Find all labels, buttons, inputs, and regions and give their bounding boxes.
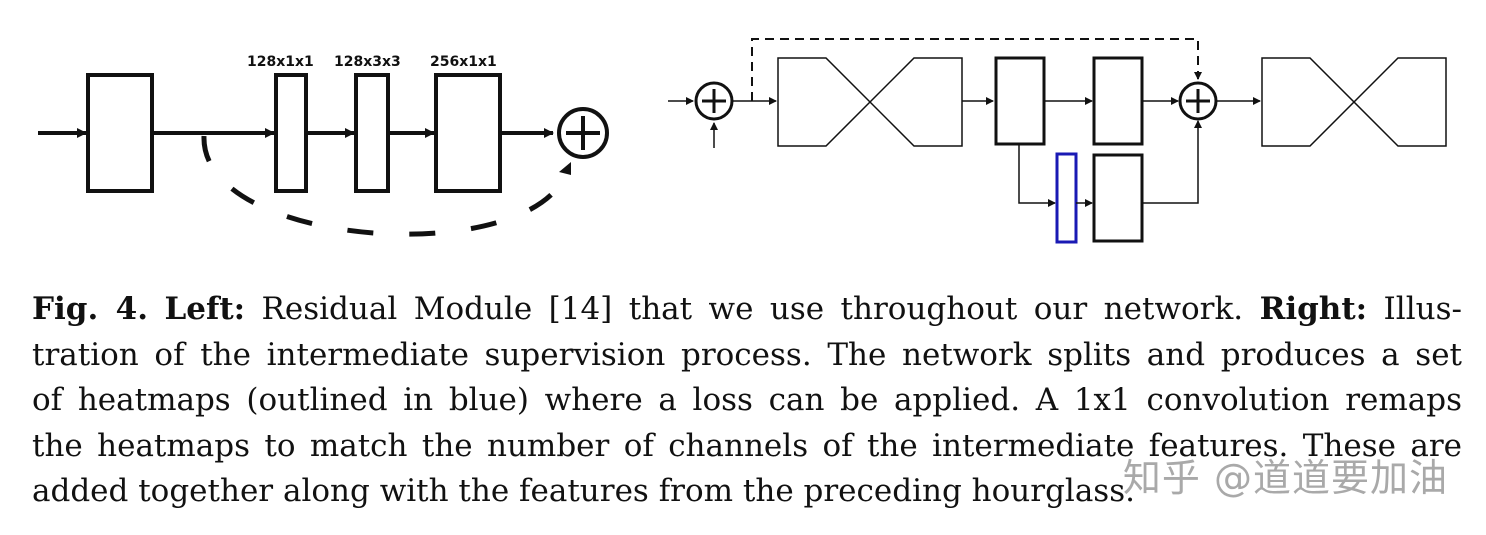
dashed-skip-top	[751, 38, 1202, 101]
skip-connection-dashed	[201, 135, 571, 237]
fig-label: Fig. 4.	[32, 291, 149, 327]
line1-tail: Illus-	[1383, 291, 1462, 327]
figure: 128x1x1 128x3x3 256x1x1	[38, 38, 1447, 244]
remap-to-sum-line	[1142, 120, 1202, 204]
right-label: Right:	[1259, 291, 1368, 327]
caption-line-4: the heatmaps to match the number of chan…	[32, 427, 1462, 464]
sum-icon	[557, 107, 609, 159]
remap-conv-block	[1092, 153, 1144, 243]
label-256x1x1: 256x1x1	[430, 54, 497, 70]
figure-caption: Fig. 4. Left: Residual Module [14] that …	[32, 287, 1462, 515]
branch-down-line	[1018, 144, 1056, 207]
left-text: Residual Module [14] that we use through…	[261, 291, 1244, 327]
caption-line-2: tration of the intermediate supervision …	[32, 336, 1462, 373]
sum-icon-second	[1178, 81, 1218, 121]
hourglass-1	[777, 57, 963, 147]
caption-line-1: Fig. 4. Left: Residual Module [14] that …	[32, 287, 1462, 333]
skip-arrowhead	[559, 162, 571, 175]
residual-module-diagram: 128x1x1 128x3x3 256x1x1	[38, 54, 609, 237]
conv-128x1x1-block	[274, 73, 308, 193]
intermediate-supervision-diagram	[668, 38, 1447, 244]
conv-block-top	[1092, 56, 1144, 146]
label-128x3x3: 128x3x3	[334, 54, 401, 70]
sum-icon-first	[694, 81, 734, 121]
hourglass-2	[1261, 57, 1447, 147]
caption-line-3: of heatmaps (outlined in blue) where a l…	[32, 382, 1462, 419]
module-input-block	[86, 73, 154, 193]
features-block	[994, 56, 1046, 146]
caption-line-5: added together along with the features f…	[32, 473, 1135, 510]
heatmaps-block	[1055, 152, 1078, 244]
left-label: Left:	[164, 291, 246, 327]
watermark: 知乎 @道道要加油	[1122, 456, 1448, 500]
conv-128x3x3-block	[354, 73, 390, 193]
label-128x1x1: 128x1x1	[247, 54, 314, 70]
conv-256x1x1-block	[434, 73, 502, 193]
